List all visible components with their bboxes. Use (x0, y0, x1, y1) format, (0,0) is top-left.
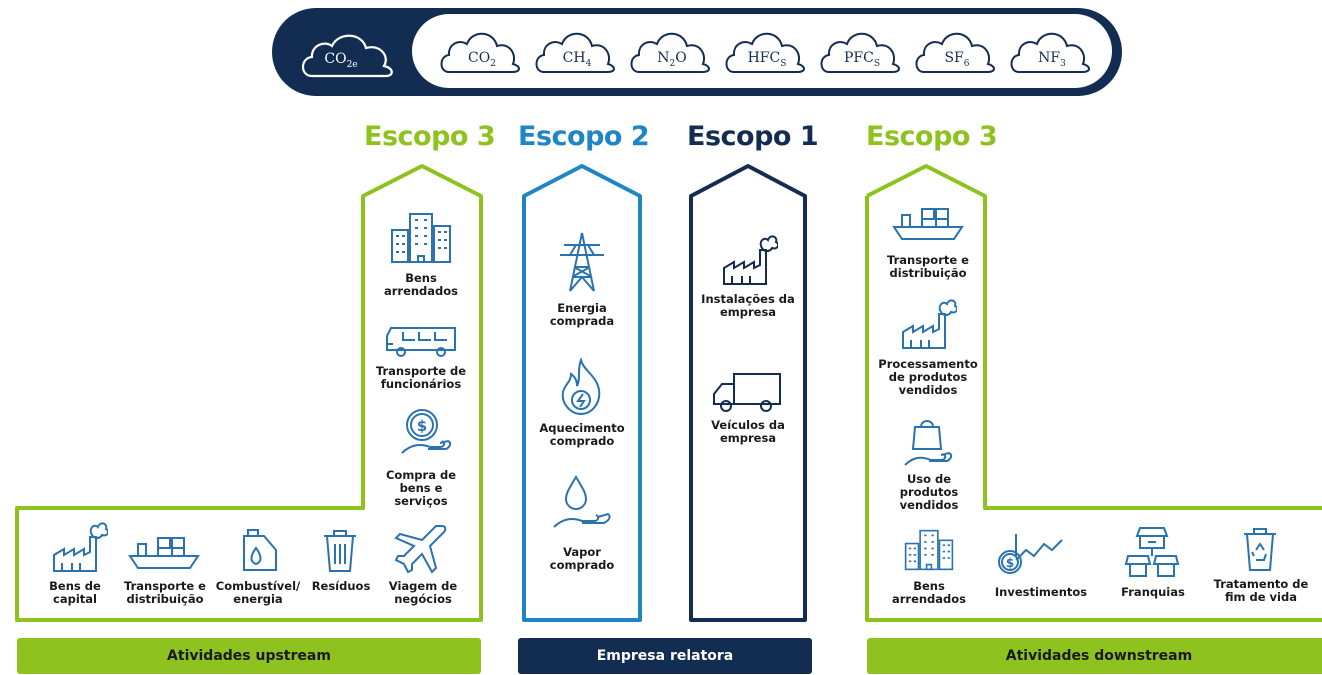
gas-label: CH4 (562, 50, 592, 69)
buildings-icon (391, 213, 451, 263)
label-bens-arrendados-up: Bens arrendados (383, 271, 459, 298)
gas-label: N2O (657, 50, 687, 69)
trash-icon (324, 530, 356, 572)
reporting-company-bar: Empresa relatora (518, 638, 812, 674)
gas-label: HFCS (747, 50, 787, 69)
label-bens-capital: Bens de capital (49, 579, 101, 606)
factory-icon-capital (53, 522, 108, 572)
factory-icon-facilities (723, 235, 778, 285)
co2e-label: CO2e (324, 51, 358, 70)
label-compra-bens: Compra de bens e serviços (385, 468, 457, 508)
downstream-bar: Atividades downstream (867, 638, 1322, 674)
water-hand-icon (553, 475, 611, 528)
label-uso-produtos: Uso de produtos vendidos (899, 472, 959, 512)
label-instalacoes: Instalações da empresa (701, 292, 795, 319)
upstream-bar: Atividades upstream (17, 638, 481, 674)
airplane-icon (394, 525, 447, 574)
scope3-upstream-heading: Escopo 3 (364, 121, 496, 152)
label-investimentos: Investimentos (994, 585, 1088, 599)
label-processamento: Processamento de produtos vendidos (878, 357, 978, 397)
flame-icon (561, 358, 601, 416)
scope2-heading: Escopo 2 (518, 121, 650, 152)
recycle-bin-icon (1244, 528, 1276, 571)
bus-icon (386, 327, 456, 357)
buildings-icon-downstream (904, 529, 954, 571)
gas-cloud-icon: NF3 (1007, 22, 1097, 78)
label-transporte-distribuicao-up: Transporte e distribuição (124, 579, 206, 606)
fuel-can-icon (243, 529, 277, 571)
gas-cloud-icon: CO2 (437, 22, 527, 78)
label-aquecimento: Aquecimento comprado (539, 421, 625, 448)
label-combustivel: Combustível/ energia (215, 579, 301, 606)
scope3-downstream-heading: Escopo 3 (866, 121, 998, 152)
bag-hand-icon (904, 420, 953, 466)
factory-icon-processing (902, 299, 957, 349)
label-transporte-distribuicao-down: Transporte e distribuição (887, 253, 969, 280)
upstream-outline (15, 164, 483, 622)
label-veiculos: Veículos da empresa (711, 418, 785, 445)
ship-icon-upstream (128, 537, 200, 569)
label-energia: Energia comprada (549, 301, 615, 328)
gas-cloud-icon: HFCS (722, 22, 812, 78)
gas-list (412, 14, 1112, 88)
scope2-outline (522, 164, 642, 622)
ship-icon-downstream (892, 208, 964, 240)
gas-cloud-icon: N2O (627, 22, 717, 78)
label-tratamento: Tratamento de fim de vida (1213, 577, 1309, 604)
co2e-cloud-icon: CO2e (298, 24, 393, 80)
label-viagem: Viagem de negócios (388, 579, 458, 606)
gas-label: SF6 (944, 50, 970, 69)
label-residuos: Resíduos (311, 579, 371, 593)
scope1-heading: Escopo 1 (687, 121, 819, 152)
scope1-outline (689, 164, 807, 622)
label-vapor: Vapor comprado (549, 545, 615, 572)
label-franquias: Franquias (1121, 585, 1185, 599)
stores-icon (1124, 527, 1180, 577)
truck-icon (713, 373, 781, 412)
gas-cloud-icon: PFCS (817, 22, 907, 78)
gas-cloud-icon: SF6 (912, 22, 1002, 78)
downstream-outline (865, 164, 1322, 622)
investment-icon: $ (998, 534, 1063, 574)
gas-cloud-icon: CH4 (532, 22, 622, 78)
coin-hand-icon: $ (401, 409, 452, 454)
label-transporte-funcionarios: Transporte de funcionários (375, 364, 467, 391)
gas-label: PFCS (843, 50, 881, 69)
power-tower-icon (560, 232, 604, 292)
svg-text:$: $ (417, 417, 427, 435)
gas-label: CO2 (468, 50, 496, 69)
svg-text:$: $ (1006, 556, 1014, 570)
gas-label: NF3 (1038, 50, 1066, 69)
label-bens-arrendados-down: Bens arrendados (891, 579, 967, 606)
